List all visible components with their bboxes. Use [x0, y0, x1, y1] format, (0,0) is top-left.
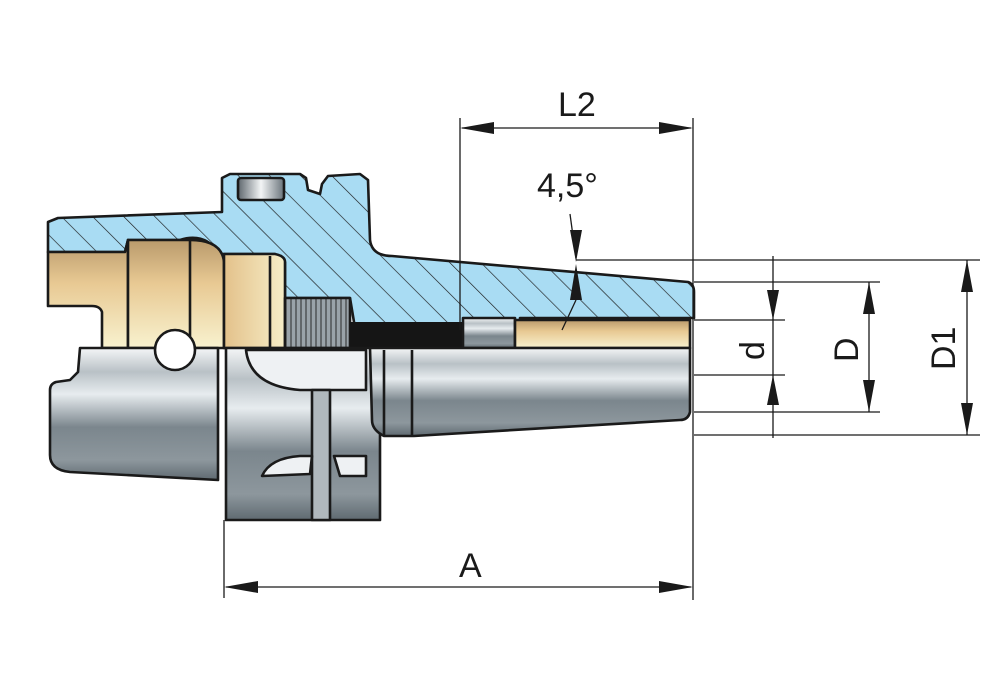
- thread-region: [350, 322, 465, 348]
- brass-sleeve-left: [46, 238, 130, 350]
- dimension-lines: [223, 118, 980, 600]
- collar-slot: [310, 388, 332, 522]
- dim-label-angle: 4,5°: [537, 167, 598, 205]
- dim-label-d: d: [734, 341, 772, 360]
- knurled-nut: [283, 296, 352, 350]
- dim-label-D: D: [828, 337, 866, 362]
- set-screw: [236, 176, 286, 202]
- collar-cutout-top: [244, 348, 368, 392]
- brass-sleeve-right: [222, 252, 287, 350]
- collar-key: [260, 454, 314, 478]
- taper-shank: [48, 346, 220, 482]
- ball-hole: [153, 328, 197, 372]
- dim-label-D1: D1: [925, 327, 963, 370]
- dim-label-A: A: [459, 547, 482, 585]
- spacer-ring: [461, 316, 517, 350]
- shrink-nose: [368, 346, 692, 438]
- dim-label-L2: L2: [558, 86, 596, 124]
- tool-bore: [513, 318, 692, 350]
